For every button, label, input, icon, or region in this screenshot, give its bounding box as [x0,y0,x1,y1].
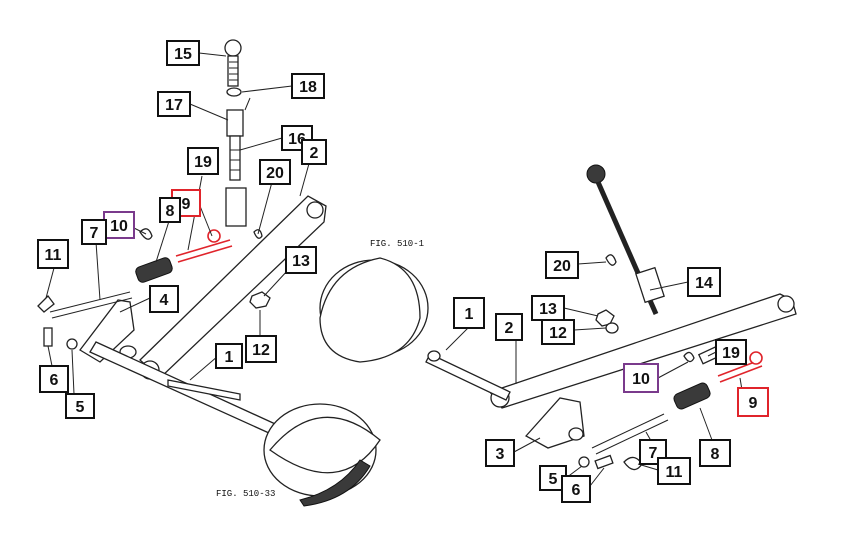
svg-text:5: 5 [549,471,558,488]
callout-left-20: 20 [259,159,291,185]
svg-text:10: 10 [110,218,128,235]
svg-text:6: 6 [50,372,59,389]
svg-text:3: 3 [496,446,505,463]
left-turnbuckle [135,257,173,283]
callout-right-6: 6 [561,475,591,503]
callout-right-10: 10 [623,363,659,393]
callout-right-12: 12 [541,319,575,345]
svg-text:7: 7 [90,225,99,242]
callout-left-8: 8 [159,197,181,223]
callout-right-20: 20 [545,251,579,279]
svg-text:11: 11 [666,464,683,481]
svg-text:8: 8 [711,446,720,463]
callout-left-12: 12 [245,335,277,363]
callout-left-10: 10 [103,211,135,239]
callout-right-8: 8 [699,439,731,467]
svg-text:11: 11 [45,247,62,264]
svg-text:13: 13 [292,253,310,270]
callout-left-5: 5 [65,393,95,419]
svg-text:17: 17 [165,97,183,114]
callout-left-6: 6 [39,365,69,393]
svg-text:9: 9 [182,196,191,213]
right-cross-shaft [425,353,511,401]
svg-text:2: 2 [310,145,319,162]
callout-right-13: 13 [531,295,565,321]
callout-right-11: 11 [657,457,691,485]
svg-text:2: 2 [505,320,514,337]
svg-text:9: 9 [749,395,758,412]
callout-left-1: 1 [215,343,243,369]
left-shaft-2 [167,379,241,401]
svg-text:13: 13 [539,301,557,318]
svg-text:18: 18 [299,79,317,96]
figure-ref-510-33: FIG. 510-33 [216,489,275,499]
svg-text:8: 8 [166,203,175,220]
figure-ref-510-1: FIG. 510-1 [370,239,424,249]
svg-text:4: 4 [160,292,169,309]
callout-left-2: 2 [301,139,327,165]
svg-text:20: 20 [553,258,571,275]
callout-right-3: 3 [485,439,515,467]
svg-text:10: 10 [632,371,650,388]
svg-text:14: 14 [695,275,713,292]
svg-text:7: 7 [649,445,658,462]
callout-right-14: 14 [687,267,721,297]
right-turnbuckle [673,382,711,410]
svg-text:1: 1 [465,306,474,323]
svg-text:6: 6 [572,482,581,499]
svg-text:20: 20 [266,165,284,182]
svg-text:15: 15 [174,46,192,63]
svg-text:5: 5 [76,399,85,416]
callout-right-19: 19 [715,339,747,365]
callout-left-4: 4 [149,285,179,313]
callout-left-15: 15 [166,40,200,66]
svg-text:1: 1 [225,349,234,366]
callout-left-17: 17 [157,91,191,117]
top-link-rod [224,39,251,227]
left-gear-housing [263,403,381,507]
callout-left-19: 19 [187,147,219,175]
callout-left-11: 11 [37,239,69,269]
callout-right-7: 7 [639,439,667,465]
right-assembly [425,164,797,471]
svg-text:19: 19 [194,154,212,171]
svg-text:12: 12 [549,325,567,342]
callout-right-2: 2 [495,313,523,341]
callout-left-7: 7 [81,219,107,245]
callout-right-1: 1 [453,297,485,329]
center-gear-housing [319,257,429,363]
svg-text:12: 12 [252,342,270,359]
callout-left-18: 18 [291,73,325,99]
callout-right-9: 9 [737,387,769,417]
right-highlighted-pin [717,351,763,383]
left-highlighted-pin [175,229,233,263]
svg-text:19: 19 [722,345,740,362]
callout-left-13: 13 [285,246,317,274]
